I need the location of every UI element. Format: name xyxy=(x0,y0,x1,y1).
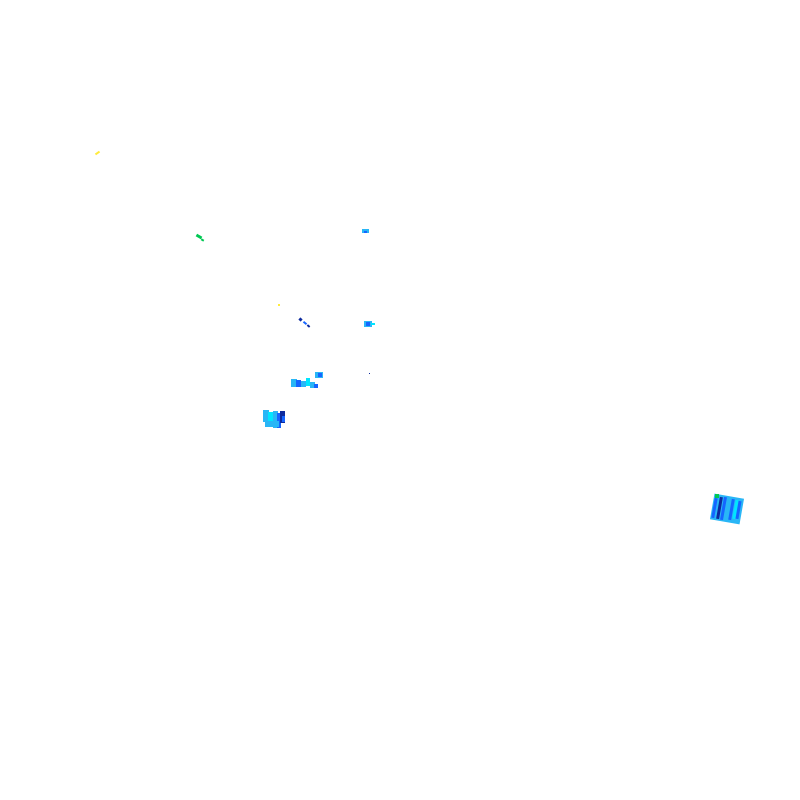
radar-echo-cell xyxy=(302,320,308,326)
radar-echo-cell xyxy=(732,499,739,520)
radar-echo-cell xyxy=(711,497,718,519)
radar-echo-cell xyxy=(306,378,310,386)
radar-echo-cell xyxy=(306,324,311,328)
radar-echo-echo-10 xyxy=(709,493,745,525)
radar-echo-cell xyxy=(200,238,205,242)
radar-echo-cell xyxy=(282,416,285,422)
radar-echo-cell xyxy=(318,373,322,377)
radar-echo-cell xyxy=(728,498,735,521)
radar-echo-cell xyxy=(298,317,303,322)
radar-echo-cell xyxy=(310,382,315,388)
radar-echo-cell xyxy=(268,412,273,426)
radar-echo-cell xyxy=(296,380,301,387)
radar-echo-echo-2 xyxy=(195,233,205,242)
radar-echo-echo-5 xyxy=(298,317,311,328)
radar-echo-cell xyxy=(273,411,278,428)
radar-echo-cell xyxy=(195,233,203,240)
radar-echo-cell xyxy=(369,373,370,374)
radar-echo-cell xyxy=(277,413,281,428)
radar-echo-cell xyxy=(291,379,297,387)
radar-echo-cell xyxy=(715,494,719,498)
radar-echo-cell xyxy=(94,150,101,156)
radar-echo-cell xyxy=(371,323,375,325)
radar-echo-echo-1 xyxy=(94,150,101,156)
radar-echo-echo-6 xyxy=(364,321,375,327)
radar-echo-cell xyxy=(724,497,731,521)
radar-echo-echo-4 xyxy=(278,304,280,306)
radar-echo-echo-3 xyxy=(362,229,369,233)
radar-echo-cell xyxy=(720,496,727,521)
radar-echo-cell xyxy=(263,410,269,422)
radar-echo-cell xyxy=(364,231,367,233)
radar-echo-cell xyxy=(278,304,280,306)
radar-echo-cell xyxy=(265,421,279,427)
radar-echo-echo-9 xyxy=(263,410,285,428)
radar-echo-echo-7 xyxy=(369,373,370,374)
radar-echo-echo-8 xyxy=(291,372,323,388)
radar-echo-cell xyxy=(314,384,318,388)
radar-echo-cell xyxy=(301,381,306,387)
radar-echo-cell xyxy=(735,500,742,520)
radar-echo-cell xyxy=(366,322,370,326)
radar-echo-cell xyxy=(716,496,723,520)
